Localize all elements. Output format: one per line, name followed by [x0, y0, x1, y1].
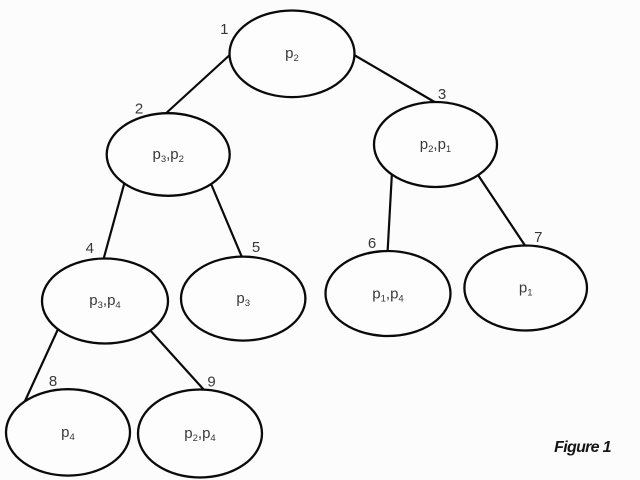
svg-text:4: 4: [86, 240, 94, 257]
svg-text:8: 8: [49, 373, 57, 390]
svg-text:1: 1: [220, 21, 228, 38]
svg-text:3: 3: [438, 86, 446, 103]
svg-text:p2,p4: p2,p4: [184, 425, 215, 444]
svg-text:Figure 1: Figure 1: [554, 439, 611, 456]
svg-text:p2,p1: p2,p1: [420, 136, 451, 155]
svg-text:2: 2: [135, 101, 143, 118]
svg-text:p3,p2: p3,p2: [152, 146, 183, 165]
svg-text:p1,p4: p1,p4: [372, 286, 403, 305]
svg-text:7: 7: [534, 229, 542, 246]
svg-text:6: 6: [368, 235, 376, 252]
svg-text:5: 5: [252, 239, 260, 256]
svg-text:p3,p4: p3,p4: [89, 292, 120, 311]
svg-text:9: 9: [207, 374, 215, 391]
